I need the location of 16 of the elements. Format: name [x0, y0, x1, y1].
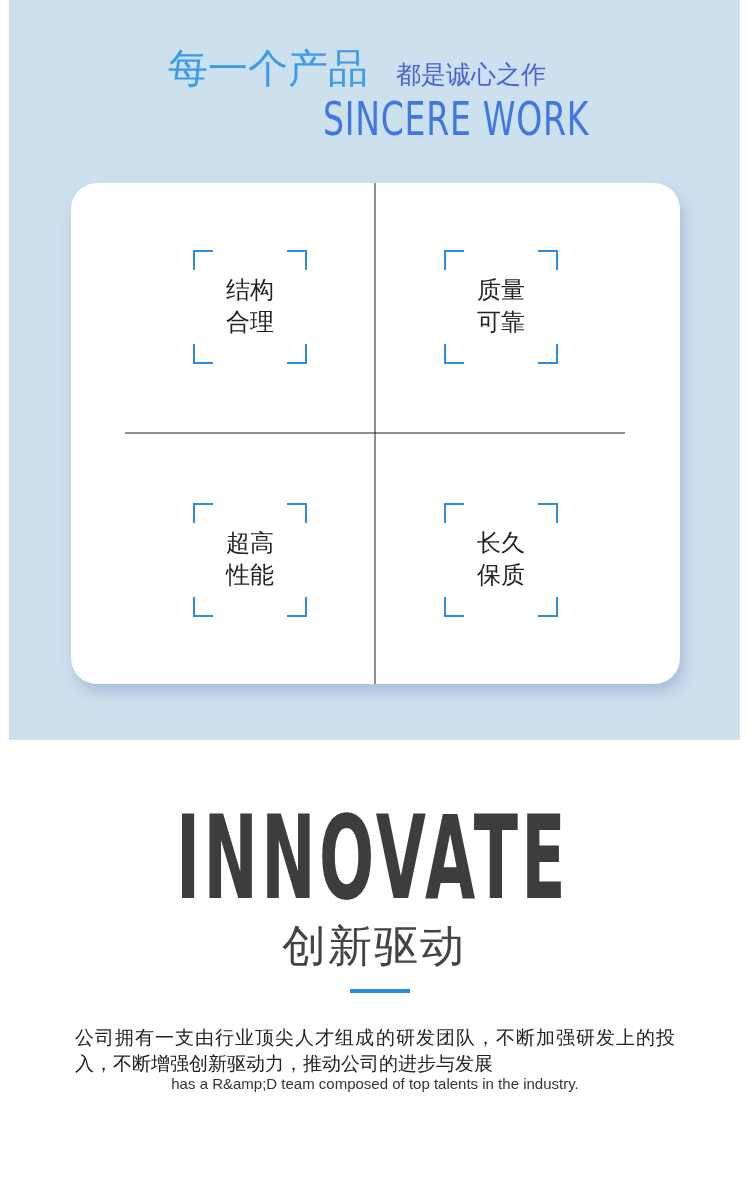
subheading-text: 创新驱动 — [282, 920, 466, 972]
feature-text: 质量可靠 — [476, 275, 526, 338]
description-text: has a R&amp;D team composed of top talents in the industry. — [170, 1074, 580, 1094]
headline-text: 都是诚心之作 — [396, 60, 546, 90]
bracket-frame — [444, 250, 558, 364]
headline-text: 每一个产品 — [168, 44, 368, 92]
subtitle-text: SINCERE WORK — [323, 94, 590, 144]
card — [71, 183, 680, 684]
feature-text: 超高性能 — [224, 528, 275, 591]
bracket-frame — [444, 503, 558, 617]
description-text: 公司拥有一支由行业顶尖人才组成的研发团队，不断加强研发上的投入，不断增强创新驱动力，推动公司的进步与发展 — [75, 1025, 675, 1076]
feature-text: 长久保质 — [476, 528, 526, 591]
bracket-frame — [193, 503, 307, 617]
heading-text: INNOVATE — [176, 800, 570, 916]
feature-text: 结构合理 — [225, 275, 275, 338]
bracket-frame — [193, 250, 307, 364]
